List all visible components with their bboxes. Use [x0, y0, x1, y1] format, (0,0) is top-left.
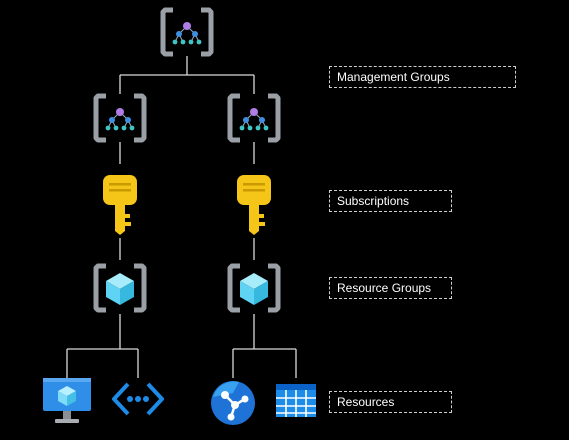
management-group-icon	[96, 96, 144, 140]
root-management-group-icon	[163, 10, 211, 54]
virtual-machine-icon	[43, 378, 91, 423]
subscription-key-icon	[103, 175, 137, 235]
resource-group-icon	[230, 266, 278, 310]
virtual-network-icon	[112, 382, 164, 416]
resource-group-icon	[96, 266, 144, 310]
management-group-icon	[230, 96, 278, 140]
storage-table-icon	[276, 384, 316, 417]
app-service-icon	[211, 381, 255, 425]
resource-groups-label: Resource Groups	[329, 277, 452, 299]
subscription-key-icon	[237, 175, 271, 235]
connector-lines	[66, 56, 297, 378]
resources-label: Resources	[329, 391, 452, 413]
subscriptions-label: Subscriptions	[329, 190, 452, 212]
management-groups-label: Management Groups	[329, 66, 516, 88]
